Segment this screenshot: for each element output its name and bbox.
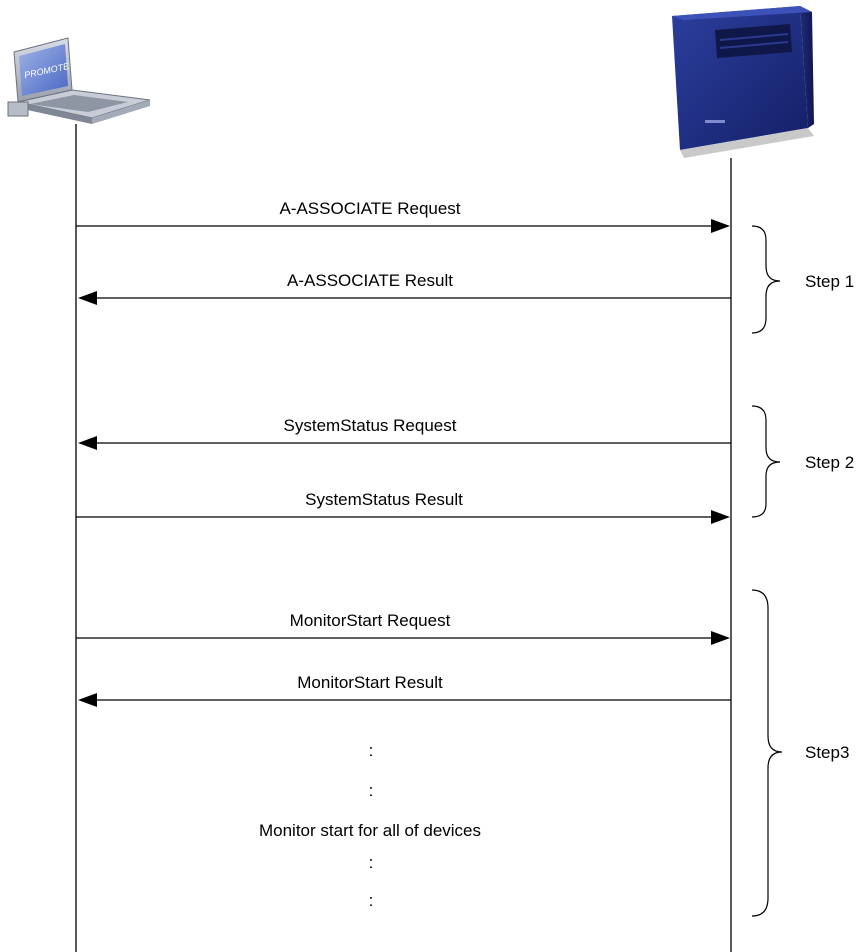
message-label: MonitorStart Result [297,673,443,692]
ellipsis-note: : [369,781,374,800]
monitor-all-note: Monitor start for all of devices [259,821,481,840]
message-label: MonitorStart Request [290,611,451,630]
step-label: Step 1 [805,272,854,291]
message-label: SystemStatus Request [284,416,457,435]
ellipsis-note: : [369,891,374,910]
message-arrow: SystemStatus Request [78,416,731,450]
ellipsis-note: : [369,741,374,760]
step-brace: Step 1 [751,225,854,334]
message-list: A-ASSOCIATE Request A-ASSOCIATE Result S… [76,199,731,707]
message-label: SystemStatus Result [305,490,463,509]
continuation-notes: : : Monitor start for all of devices : : [259,741,481,910]
step-brace: Step 2 [751,405,854,518]
laptop-icon: PROMOTE [7,37,151,124]
step-label: Step3 [805,743,849,762]
message-arrow: MonitorStart Result [78,673,731,707]
message-arrow: MonitorStart Request [76,611,730,645]
message-arrow: A-ASSOCIATE Result [78,271,731,305]
step-brace: Step3 [751,589,849,917]
pbx-server-icon [672,6,814,158]
message-arrow: SystemStatus Result [76,490,730,524]
message-label: A-ASSOCIATE Result [287,271,453,290]
ellipsis-note: : [369,853,374,872]
message-arrow: A-ASSOCIATE Request [76,199,730,233]
step-label: Step 2 [805,453,854,472]
message-label: A-ASSOCIATE Request [279,199,460,218]
